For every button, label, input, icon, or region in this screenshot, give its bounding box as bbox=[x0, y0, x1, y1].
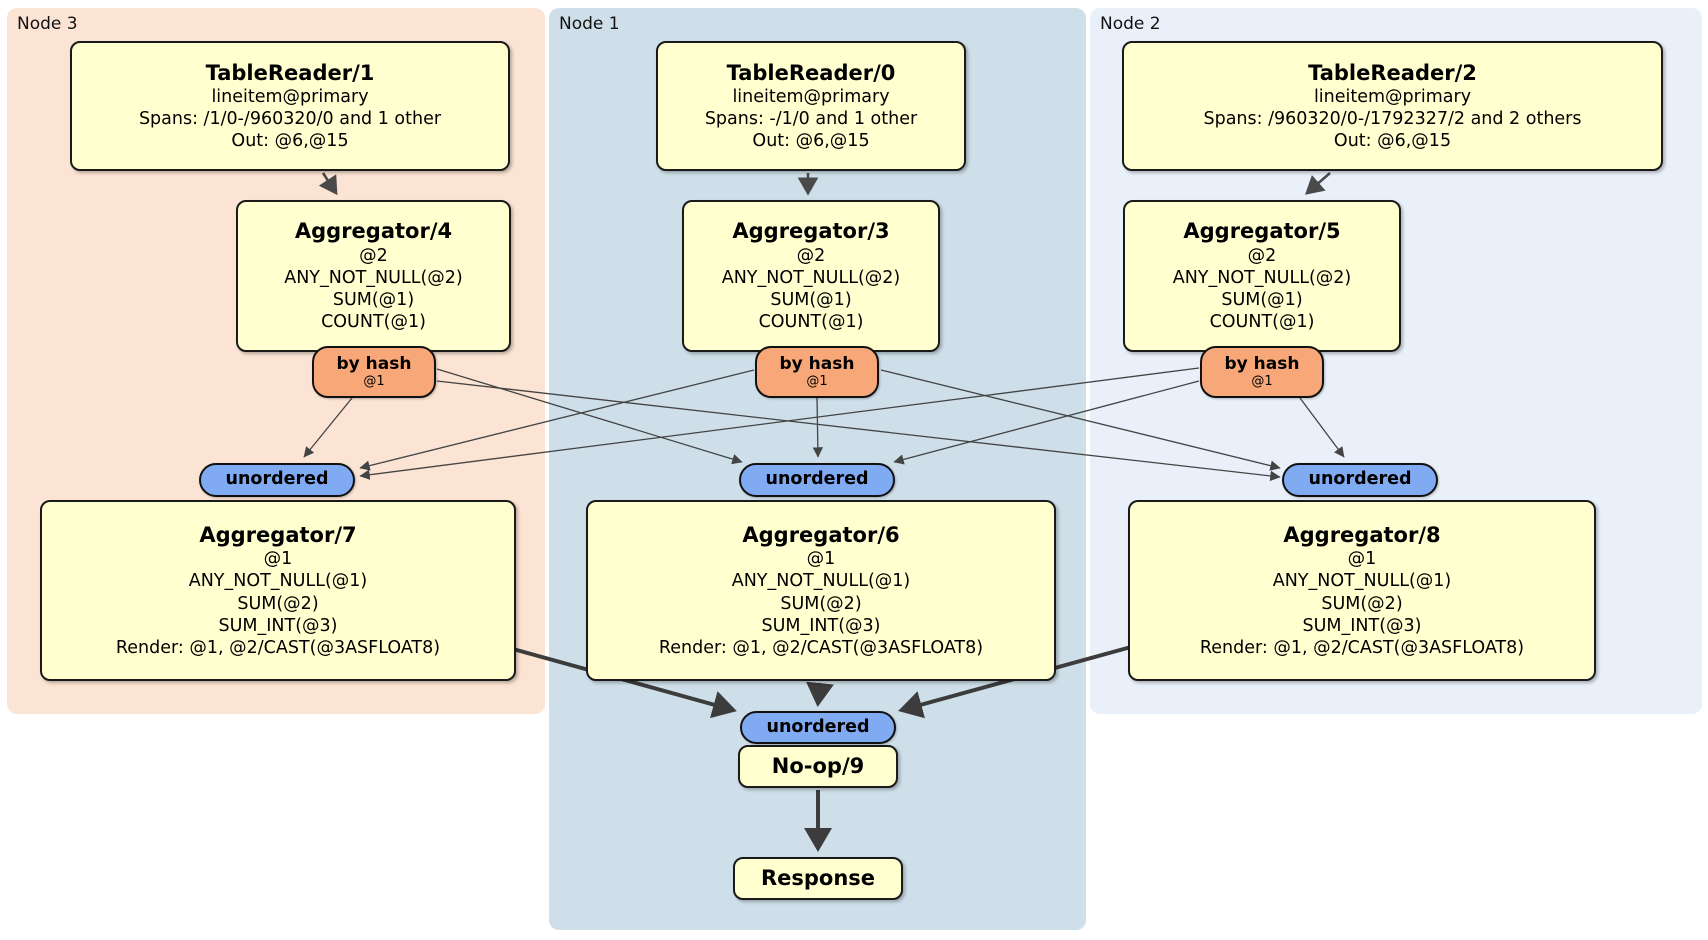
router-key: @1 bbox=[1251, 373, 1273, 389]
processor-line: Spans: -/1/0 and 1 other bbox=[704, 109, 918, 130]
processor-title: Aggregator/5 bbox=[1183, 219, 1341, 244]
processor-tablereader-1: TableReader/1 lineitem@primary Spans: /1… bbox=[70, 41, 510, 171]
processor-line: Out: @6,@15 bbox=[231, 131, 349, 152]
processor-tablereader-2: TableReader/2 lineitem@primary Spans: /9… bbox=[1122, 41, 1663, 171]
router-label: by hash bbox=[1224, 354, 1300, 375]
processor-line: @2 bbox=[359, 245, 388, 266]
processor-line: lineitem@primary bbox=[1313, 86, 1472, 107]
processor-line: ANY_NOT_NULL(@2) bbox=[1172, 267, 1352, 288]
processor-title: Aggregator/4 bbox=[294, 219, 453, 244]
processor-line: COUNT(@1) bbox=[321, 312, 426, 333]
processor-title: Aggregator/3 bbox=[732, 219, 890, 244]
processor-title: Aggregator/6 bbox=[742, 522, 900, 547]
processor-line: SUM(@2) bbox=[237, 593, 319, 614]
panel-node-1-label: Node 1 bbox=[559, 14, 620, 34]
processor-aggregator-6: Aggregator/6 @1 ANY_NOT_NULL(@1) SUM(@2)… bbox=[586, 500, 1056, 681]
router-by-hash-node3: by hash @1 bbox=[312, 346, 436, 398]
sync-label: unordered bbox=[765, 469, 869, 490]
processor-line: Out: @6,@15 bbox=[1333, 131, 1452, 152]
processor-title: Aggregator/7 bbox=[199, 522, 357, 547]
processor-line: SUM(@1) bbox=[1221, 290, 1303, 311]
sync-unordered-final: unordered bbox=[740, 711, 896, 744]
processor-line: Spans: /960320/0-/1792327/2 and 2 others bbox=[1203, 109, 1582, 130]
processor-aggregator-8: Aggregator/8 @1 ANY_NOT_NULL(@1) SUM(@2)… bbox=[1128, 500, 1596, 681]
processor-line: Render: @1, @2/CAST(@3ASFLOAT8) bbox=[1199, 637, 1525, 658]
router-by-hash-node2: by hash @1 bbox=[1200, 346, 1324, 398]
processor-aggregator-3: Aggregator/3 @2 ANY_NOT_NULL(@2) SUM(@1)… bbox=[682, 200, 940, 352]
processor-line: lineitem@primary bbox=[211, 86, 369, 107]
processor-line: Render: @1, @2/CAST(@3ASFLOAT8) bbox=[115, 637, 441, 658]
processor-line: @1 bbox=[806, 549, 836, 570]
processor-line: @1 bbox=[1347, 549, 1377, 570]
router-by-hash-node1: by hash @1 bbox=[755, 346, 879, 398]
sync-unordered-node1: unordered bbox=[739, 463, 895, 497]
processor-line: Out: @6,@15 bbox=[752, 131, 870, 152]
processor-line: ANY_NOT_NULL(@2) bbox=[721, 267, 901, 288]
processor-aggregator-7: Aggregator/7 @1 ANY_NOT_NULL(@1) SUM(@2)… bbox=[40, 500, 516, 681]
processor-line: SUM(@2) bbox=[780, 593, 862, 614]
processor-line: SUM_INT(@3) bbox=[218, 615, 338, 636]
panel-node-2-label: Node 2 bbox=[1100, 14, 1161, 34]
processor-line: COUNT(@1) bbox=[1209, 312, 1315, 333]
processor-line: SUM_INT(@3) bbox=[1302, 615, 1422, 636]
processor-line: ANY_NOT_NULL(@2) bbox=[284, 267, 463, 288]
processor-title: TableReader/1 bbox=[205, 60, 375, 85]
processor-title: No-op/9 bbox=[771, 754, 865, 779]
processor-tablereader-0: TableReader/0 lineitem@primary Spans: -/… bbox=[656, 41, 966, 171]
processor-aggregator-5: Aggregator/5 @2 ANY_NOT_NULL(@2) SUM(@1)… bbox=[1123, 200, 1401, 352]
sync-label: unordered bbox=[766, 716, 870, 737]
processor-line: SUM_INT(@3) bbox=[761, 615, 881, 636]
sync-unordered-node2: unordered bbox=[1282, 463, 1438, 497]
panel-node-3-label: Node 3 bbox=[17, 14, 78, 34]
router-key: @1 bbox=[806, 373, 828, 389]
router-key: @1 bbox=[363, 373, 385, 389]
processor-title: TableReader/2 bbox=[1308, 60, 1477, 85]
processor-title: Response bbox=[760, 866, 876, 891]
router-label: by hash bbox=[336, 354, 412, 375]
processor-line: ANY_NOT_NULL(@1) bbox=[1272, 571, 1452, 592]
processor-line: ANY_NOT_NULL(@1) bbox=[188, 571, 368, 592]
processor-line: Spans: /1/0-/960320/0 and 1 other bbox=[138, 109, 442, 130]
processor-title: Aggregator/8 bbox=[1283, 522, 1441, 547]
processor-aggregator-4: Aggregator/4 @2 ANY_NOT_NULL(@2) SUM(@1)… bbox=[236, 200, 511, 352]
router-label: by hash bbox=[779, 354, 855, 375]
processor-line: SUM(@1) bbox=[770, 290, 852, 311]
processor-line: @1 bbox=[263, 549, 293, 570]
processor-line: COUNT(@1) bbox=[758, 312, 864, 333]
sync-label: unordered bbox=[1308, 469, 1412, 490]
processor-response: Response bbox=[733, 857, 903, 900]
processor-line: SUM(@2) bbox=[1321, 593, 1403, 614]
processor-noop-9: No-op/9 bbox=[738, 745, 898, 788]
processor-line: SUM(@1) bbox=[332, 290, 415, 311]
processor-line: lineitem@primary bbox=[732, 86, 890, 107]
processor-line: @2 bbox=[1247, 245, 1277, 266]
processor-line: @2 bbox=[796, 245, 826, 266]
sync-unordered-node3: unordered bbox=[199, 463, 355, 497]
processor-line: ANY_NOT_NULL(@1) bbox=[731, 571, 911, 592]
sync-label: unordered bbox=[225, 469, 329, 490]
processor-title: TableReader/0 bbox=[726, 60, 896, 85]
processor-line: Render: @1, @2/CAST(@3ASFLOAT8) bbox=[658, 637, 984, 658]
